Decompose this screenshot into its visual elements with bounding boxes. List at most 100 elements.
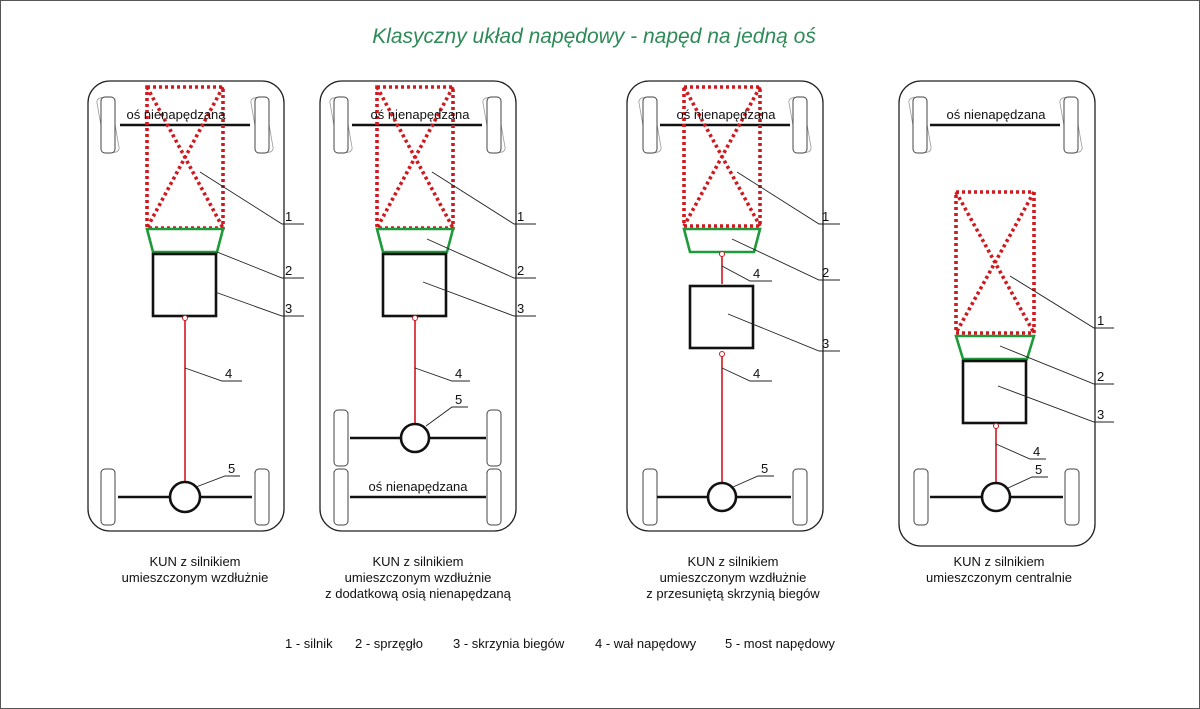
front-wheel <box>912 96 928 154</box>
leader-line <box>1009 275 1114 329</box>
leader-line <box>721 367 772 382</box>
leader-line <box>1007 476 1048 489</box>
leader-line <box>184 367 242 382</box>
car-body-outline <box>626 80 824 532</box>
rear-wheel <box>486 468 502 526</box>
rear-wheel <box>792 468 808 526</box>
leader-line <box>727 313 840 352</box>
part-number-label: 4 <box>455 366 462 381</box>
front-wheel <box>333 96 349 154</box>
differential <box>980 481 1012 513</box>
legend: 1 - silnik 2 - sprzęgło 3 - skrzynia biegó… <box>285 636 835 651</box>
leader-line <box>414 367 470 382</box>
part-number-label: 5 <box>761 461 768 476</box>
leader-line <box>997 385 1114 423</box>
clutch <box>145 227 225 254</box>
leader-line <box>431 171 536 225</box>
leader-line <box>422 281 536 317</box>
car-body-outline <box>898 80 1096 547</box>
layout-caption-line: KUN z silnikiem <box>687 554 778 569</box>
part-number-label: 2 <box>1097 369 1104 384</box>
leader-line <box>999 345 1114 385</box>
layout-caption-line: KUN z silnikiem <box>149 554 240 569</box>
part-number-label: 4 <box>1033 444 1040 459</box>
layout-caption-line: umieszczonym wzdłużnie <box>345 570 492 585</box>
front-wheel <box>1063 96 1079 154</box>
part-number-label: 3 <box>285 301 292 316</box>
gearbox <box>151 252 218 318</box>
shaft-joint <box>719 251 725 257</box>
legend-item: 5 - most napędowy <box>725 636 835 651</box>
engine-cross-line <box>375 86 455 229</box>
engine-outline <box>954 190 1036 335</box>
part-number-label: 3 <box>822 336 829 351</box>
part-number-label: 4 <box>225 366 232 381</box>
shaft-joint <box>993 423 999 429</box>
leader-line <box>731 238 840 281</box>
part-number-label: 1 <box>1097 313 1104 328</box>
leader-line <box>721 265 772 282</box>
legend-item: 3 - skrzynia biegów <box>453 636 565 651</box>
part-number-label: 1 <box>822 209 829 224</box>
rear-wheel <box>913 468 929 526</box>
shaft-joint <box>412 315 418 321</box>
part-number-label: 1 <box>285 209 292 224</box>
rear-wheel <box>333 468 349 526</box>
leader-line <box>426 238 536 279</box>
part-number-label: 5 <box>455 392 462 407</box>
layout-caption-line: KUN z silnikiem <box>953 554 1044 569</box>
part-number-label: 3 <box>1097 407 1104 422</box>
layout-caption-line: umieszczonym wzdłużnie <box>122 570 269 585</box>
layout-caption-line: umieszczonym wzdłużnie <box>660 570 807 585</box>
middle-wheel <box>486 409 502 467</box>
gearbox <box>381 252 448 318</box>
clutch <box>682 227 762 254</box>
leader-line <box>425 406 468 427</box>
rear-wheel <box>642 468 658 526</box>
part-number-label: 3 <box>517 301 524 316</box>
part-number-label: 2 <box>822 265 829 280</box>
legend-item: 1 - silnik <box>285 636 333 651</box>
legend-item: 2 - sprzęgło <box>355 636 423 651</box>
rear-wheel <box>1064 468 1080 526</box>
legend-item: 4 - wał napędowy <box>595 636 697 651</box>
layout-caption-line: umieszczonym centralnie <box>926 570 1072 585</box>
rear-wheel <box>254 468 270 526</box>
clutch <box>954 334 1036 361</box>
non-driven-axle-label: oś nienapędzana <box>946 107 1046 122</box>
part-number-label: 2 <box>285 263 292 278</box>
shaft-joint <box>182 315 188 321</box>
part-number-label: 1 <box>517 209 524 224</box>
leader-line <box>214 291 304 317</box>
front-wheel <box>254 96 270 154</box>
shaft-joint <box>719 351 725 357</box>
engine-cross-line <box>145 86 225 229</box>
leader-line <box>995 443 1046 460</box>
middle-wheel <box>333 409 349 467</box>
non-driven-axle-label: oś nienapędzana <box>676 107 776 122</box>
part-number-label: 5 <box>228 461 235 476</box>
leader-line <box>195 475 240 488</box>
part-number-label: 2 <box>517 263 524 278</box>
layout-caption-line: z przesuniętą skrzynią biegów <box>646 586 820 601</box>
engine-cross-line <box>954 191 1036 334</box>
rear-wheel <box>100 468 116 526</box>
part-number-label: 4 <box>753 266 760 281</box>
differential <box>168 480 202 514</box>
engine-cross-line <box>682 86 762 227</box>
front-wheel <box>792 96 808 154</box>
engine-outline <box>682 85 762 228</box>
leader-line <box>216 251 304 279</box>
clutch <box>375 227 455 254</box>
differential <box>706 481 738 513</box>
leader-line <box>732 475 774 488</box>
leader-line <box>199 171 304 225</box>
part-number-label: 4 <box>753 366 760 381</box>
differential <box>399 422 431 454</box>
front-wheel <box>486 96 502 154</box>
